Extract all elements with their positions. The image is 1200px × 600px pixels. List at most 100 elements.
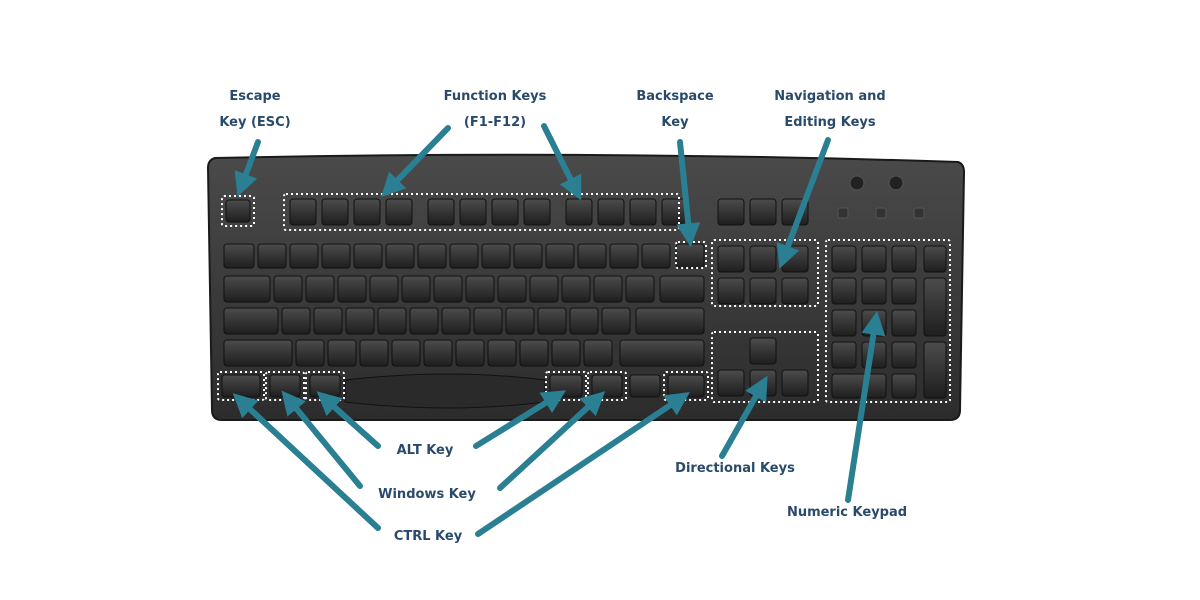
key-82 xyxy=(781,277,809,305)
key-44 xyxy=(659,275,705,303)
key-91 xyxy=(861,277,887,305)
label-windows-text: Windows Key xyxy=(378,487,476,502)
key-63 xyxy=(423,339,453,367)
key-87 xyxy=(831,245,857,273)
key-47 xyxy=(313,307,343,335)
key-37 xyxy=(433,275,463,303)
key-101 xyxy=(923,341,947,399)
win-right-outline xyxy=(587,371,627,401)
key-93 xyxy=(831,309,857,337)
arrow-alt-right xyxy=(473,390,567,449)
key-1 xyxy=(289,198,317,226)
key-39 xyxy=(497,275,527,303)
backspace-outline xyxy=(675,241,707,269)
knob-2 xyxy=(888,175,904,191)
key-65 xyxy=(487,339,517,367)
keys-group xyxy=(221,198,947,399)
label-alt: ALT Key xyxy=(380,438,470,464)
key-36 xyxy=(401,275,431,303)
key-96 xyxy=(831,341,857,369)
key-76 xyxy=(667,374,705,398)
key-27 xyxy=(577,243,607,269)
arrow-numeric xyxy=(845,310,886,503)
arrow-ctrl-left xyxy=(232,393,381,531)
arrow-navigation xyxy=(776,137,831,269)
key-4 xyxy=(385,198,413,226)
key-90 xyxy=(831,277,857,305)
key-80 xyxy=(717,277,745,305)
key-17 xyxy=(257,243,287,269)
key-46 xyxy=(281,307,311,335)
ctrl-left-outline xyxy=(217,371,265,401)
key-88 xyxy=(861,245,887,273)
key-51 xyxy=(441,307,471,335)
label-ctrl: CTRL Key xyxy=(378,524,478,550)
arrow-windows-right xyxy=(497,391,606,491)
arrow-function-left xyxy=(380,125,451,198)
arrow-function-right xyxy=(541,123,582,201)
key-64 xyxy=(455,339,485,367)
key-41 xyxy=(561,275,591,303)
key-33 xyxy=(305,275,335,303)
label-escape-line1: Escape xyxy=(229,89,281,104)
arrow-windows-left xyxy=(281,390,363,489)
key-31 xyxy=(223,275,271,303)
label-escape-line2: Key (ESC) xyxy=(219,115,291,130)
key-19 xyxy=(321,243,351,269)
key-70 xyxy=(221,374,261,398)
key-49 xyxy=(377,307,407,335)
key-22 xyxy=(417,243,447,269)
arrow-esc xyxy=(234,139,261,197)
key-62 xyxy=(391,339,421,367)
alt-right-outline xyxy=(545,371,587,401)
key-3 xyxy=(353,198,381,226)
key-18 xyxy=(289,243,319,269)
indicator-light xyxy=(913,207,925,219)
arrow-directional xyxy=(719,375,768,459)
key-53 xyxy=(505,307,535,335)
label-backspace-line2: Key xyxy=(661,115,689,130)
label-navigation: Navigation and Editing Keys xyxy=(760,84,900,136)
key-8 xyxy=(523,198,551,226)
key-59 xyxy=(295,339,325,367)
key-86 xyxy=(781,369,809,397)
key-26 xyxy=(545,243,575,269)
indicator-light xyxy=(837,207,849,219)
navigation-outline xyxy=(711,239,819,307)
label-directional: Directional Keys xyxy=(660,456,810,482)
key-84 xyxy=(717,369,745,397)
label-directional-text: Directional Keys xyxy=(675,461,795,476)
key-43 xyxy=(625,275,655,303)
key-42 xyxy=(593,275,623,303)
key-75 xyxy=(629,374,661,398)
key-78 xyxy=(749,245,777,273)
key-68 xyxy=(583,339,613,367)
key-72 xyxy=(309,374,341,398)
label-backspace: Backspace Key xyxy=(625,84,725,136)
directional-outline xyxy=(711,331,819,403)
key-11 xyxy=(629,198,657,226)
key-56 xyxy=(601,307,631,335)
key-83 xyxy=(749,337,777,365)
key-16 xyxy=(223,243,255,269)
key-50 xyxy=(409,307,439,335)
label-escape: Escape Key (ESC) xyxy=(205,84,305,136)
key-32 xyxy=(273,275,303,303)
key-61 xyxy=(359,339,389,367)
knob-1 xyxy=(849,175,865,191)
key-89 xyxy=(891,245,917,273)
key-14 xyxy=(749,198,777,226)
key-54 xyxy=(537,307,567,335)
key-66 xyxy=(519,339,549,367)
key-95 xyxy=(891,309,917,337)
key-24 xyxy=(481,243,511,269)
indicator-light xyxy=(875,207,887,219)
key-34 xyxy=(337,275,367,303)
arrow-ctrl-right xyxy=(475,391,690,537)
label-function-line2: (F1-F12) xyxy=(463,115,527,130)
label-numeric: Numeric Keypad xyxy=(772,500,922,526)
label-function-keys: Function Keys (F1-F12) xyxy=(430,84,560,136)
key-55 xyxy=(569,307,599,335)
